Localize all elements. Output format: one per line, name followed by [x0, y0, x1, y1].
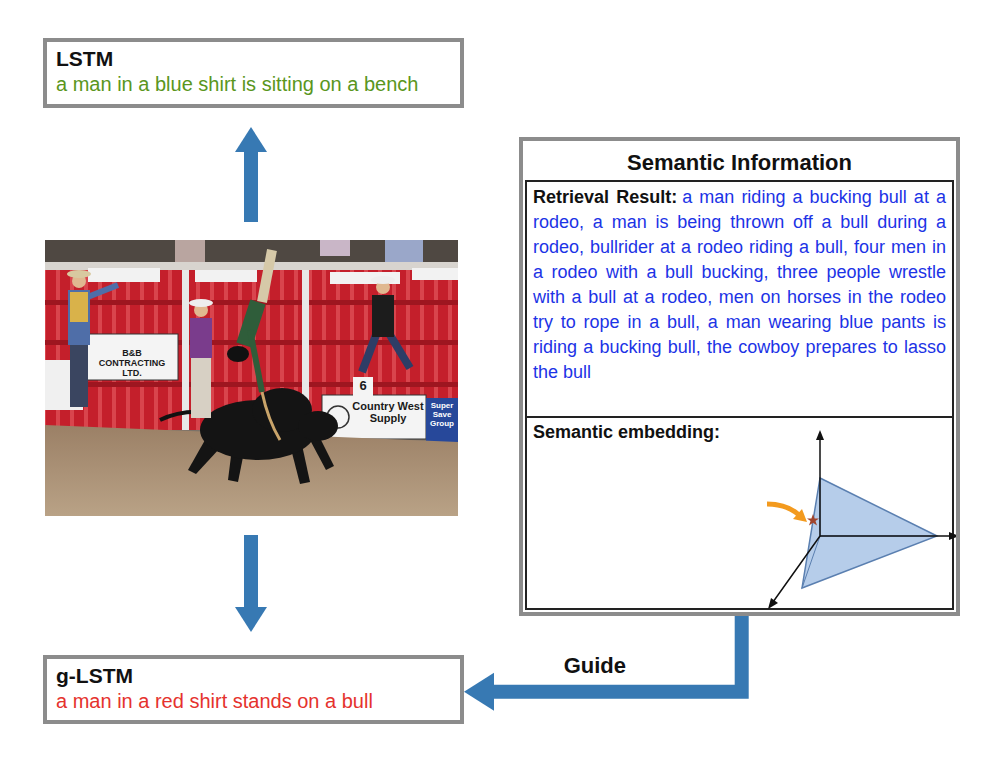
photo-sign-text: B&B CONTRACTING LTD. [88, 349, 176, 379]
section-heading: Semantic embedding: [533, 421, 946, 444]
stands [45, 240, 458, 516]
model-box: g-LSTMa man in a red shirt stands on a b… [43, 655, 464, 724]
caption-text: a man in a red shirt stands on a bull [56, 689, 451, 714]
model-box: LSTMa man in a blue shirt is sitting on … [43, 38, 464, 108]
embedding-star [807, 514, 819, 526]
embedding-box: Semantic embedding: [525, 416, 954, 610]
edge-label: Guide [562, 653, 628, 679]
rider-arm [250, 330, 262, 392]
rider-hat [227, 346, 249, 362]
clown-legs [191, 358, 211, 418]
arrow-shaft [244, 535, 258, 609]
arrow-head [464, 673, 494, 711]
gate-post [182, 270, 189, 430]
person-vest [70, 292, 88, 322]
banner [412, 268, 458, 280]
spectator [175, 240, 205, 264]
man-leg [390, 335, 410, 368]
man-body [372, 295, 394, 337]
sign [426, 398, 458, 446]
axis-head [768, 598, 778, 609]
banner [330, 272, 400, 284]
retrieval-box: Retrieval Result:a man riding a bucking … [525, 180, 954, 418]
guide-arrow [464, 616, 742, 711]
photo-sign-text: Super Save Group [427, 402, 457, 428]
spectator [320, 240, 350, 256]
person-body [68, 290, 90, 345]
sign [353, 377, 373, 397]
man-leg [362, 335, 376, 372]
embedding-plot [527, 418, 956, 612]
person-legs [70, 345, 88, 407]
clown-hat [189, 299, 213, 307]
rodeo-photo [45, 240, 458, 516]
sign [322, 395, 426, 439]
arrow-head [235, 607, 267, 632]
crowd [45, 240, 458, 264]
sign [86, 334, 178, 380]
banner [88, 268, 160, 282]
panel-title: Semantic Information [523, 141, 956, 177]
spectator [385, 240, 423, 264]
retrieval-text: a man riding a bucking bull at a rodeo, … [533, 187, 946, 382]
axes [773, 438, 951, 602]
bull-leg [310, 438, 334, 470]
banner [195, 270, 257, 282]
caption-text: a man in a blue shirt is sitting on a be… [56, 72, 451, 97]
axis-head [949, 532, 956, 540]
axis-head [816, 430, 824, 440]
clown-body [190, 318, 212, 358]
rider-legs [262, 250, 272, 302]
arrow-shaft [244, 150, 258, 222]
model-name: g-LSTM [56, 663, 451, 689]
photo-sign-text: Country West Supply [351, 400, 425, 424]
rope [262, 392, 280, 440]
arrow-shaft [490, 616, 742, 692]
arrow-head [235, 127, 267, 152]
man-hat [371, 276, 395, 284]
rail [45, 382, 458, 387]
bull-head [298, 411, 338, 441]
photo-sign-text: 6 [354, 379, 372, 393]
semantic-panel: Semantic InformationRetrieval Result:a m… [519, 137, 960, 616]
simplex-face [802, 478, 937, 588]
pointer-arrow [767, 504, 799, 515]
pointer-head [793, 509, 807, 522]
person-hat [67, 270, 91, 278]
section-heading: Retrieval Result: [533, 187, 677, 207]
model-name: LSTM [56, 46, 451, 72]
simplex-edges [802, 478, 937, 588]
